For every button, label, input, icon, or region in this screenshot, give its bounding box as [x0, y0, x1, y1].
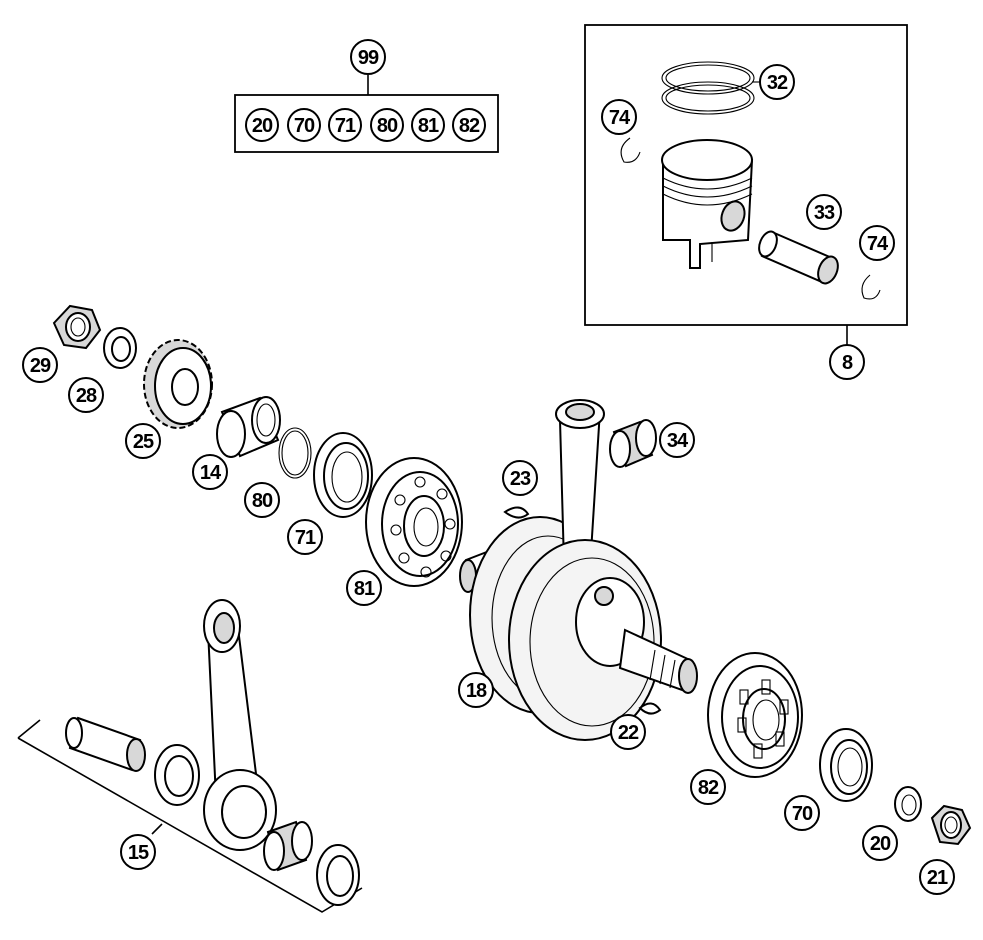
callout-8-label: 8: [842, 352, 853, 374]
callout-81-label: 81: [354, 578, 375, 600]
kit-99-frame: [234, 94, 499, 153]
piston-rings-drawing: [661, 61, 755, 115]
kit-member-71-label: 71: [335, 115, 356, 137]
callout-20[interactable]: 20: [862, 825, 898, 861]
callout-14-label: 14: [200, 462, 222, 484]
callout-74-right[interactable]: 74: [859, 225, 895, 261]
callout-71-label: 71: [295, 527, 316, 549]
callout-23[interactable]: 23: [502, 460, 538, 496]
shaft-seal-right-drawing: [819, 728, 873, 802]
gear-drawing: [143, 339, 213, 429]
kit-member-71[interactable]: 71: [328, 108, 362, 142]
ball-bearing-drawing: [365, 457, 463, 587]
collar-nut-drawing: [930, 804, 972, 846]
conrod-drawing: [203, 599, 277, 851]
piston-kit-frame: [584, 24, 908, 326]
kit-member-20[interactable]: 20: [245, 108, 279, 142]
conrod-washer-bottom-drawing: [316, 844, 360, 906]
callout-18[interactable]: 18: [458, 672, 494, 708]
roller-bearing-drawing: [707, 652, 803, 778]
callout-15[interactable]: 15: [120, 834, 156, 870]
piston-drawing: [661, 139, 754, 269]
callout-29-label: 29: [30, 355, 51, 377]
needle-bearing-drawing: [609, 419, 657, 468]
callout-99[interactable]: 99: [350, 39, 386, 75]
callout-25-label: 25: [133, 431, 154, 453]
callout-74-right-label: 74: [867, 233, 889, 255]
kit-member-70[interactable]: 70: [287, 108, 321, 142]
callout-21-label: 21: [927, 867, 948, 889]
callout-21[interactable]: 21: [919, 859, 955, 895]
callout-34-label: 34: [667, 430, 689, 452]
callout-22[interactable]: 22: [610, 714, 646, 750]
callout-18-label: 18: [466, 680, 487, 702]
callout-80-label: 80: [252, 490, 273, 512]
shaft-seal-drawing: [313, 432, 373, 518]
callout-82[interactable]: 82: [690, 769, 726, 805]
callout-29[interactable]: 29: [22, 347, 58, 383]
kit-member-70-label: 70: [294, 115, 315, 137]
callout-74-top[interactable]: 74: [601, 99, 637, 135]
callout-8[interactable]: 8: [829, 344, 865, 380]
crankshaft-drawing: [459, 399, 698, 741]
callout-14[interactable]: 14: [192, 454, 228, 490]
kit-99-group: 99 20 70 71 80 81 82: [234, 39, 499, 153]
circlip-right-drawing: [861, 274, 881, 300]
callout-70[interactable]: 70: [784, 795, 820, 831]
o-ring-drawing: [278, 427, 312, 479]
callout-20-label: 20: [870, 833, 891, 855]
kit-member-20-label: 20: [252, 115, 273, 137]
callout-80[interactable]: 80: [244, 482, 280, 518]
lock-washer-drawing: [894, 786, 922, 822]
kit-member-81[interactable]: 81: [411, 108, 445, 142]
kit-member-82[interactable]: 82: [452, 108, 486, 142]
woodruff-key-bottom-drawing: [638, 702, 662, 715]
callout-28[interactable]: 28: [68, 377, 104, 413]
callout-74-top-label: 74: [609, 107, 631, 129]
circlip-left-drawing: [620, 137, 641, 163]
callout-81[interactable]: 81: [346, 570, 382, 606]
nut-drawing: [52, 304, 102, 350]
kit-member-81-label: 81: [418, 115, 439, 137]
kit-member-80-label: 80: [377, 115, 398, 137]
conrod-washer-top-drawing: [154, 744, 200, 806]
piston-pin-drawing: [758, 230, 839, 285]
spacer-drawing: [216, 396, 281, 458]
callout-28-label: 28: [76, 385, 97, 407]
woodruff-key-top-drawing: [503, 506, 530, 519]
callout-70-label: 70: [792, 803, 813, 825]
callout-23-label: 23: [510, 468, 531, 490]
callout-32-label: 32: [767, 72, 788, 94]
callout-34[interactable]: 34: [659, 422, 695, 458]
callout-33[interactable]: 33: [806, 194, 842, 230]
callout-15-label: 15: [128, 842, 149, 864]
conrod-needle-bearing-drawing: [263, 820, 313, 872]
kit-member-82-label: 82: [459, 115, 480, 137]
conrod-pin-drawing: [65, 716, 146, 772]
callout-82-label: 82: [698, 777, 719, 799]
callout-32[interactable]: 32: [759, 64, 795, 100]
kit-member-80[interactable]: 80: [370, 108, 404, 142]
callout-99-label: 99: [358, 47, 379, 69]
washer-drawing: [103, 327, 137, 369]
conrod-kit-group: 15: [17, 599, 363, 913]
callout-33-label: 33: [814, 202, 835, 224]
callout-22-label: 22: [618, 722, 639, 744]
callout-25[interactable]: 25: [125, 423, 161, 459]
piston-kit-group: 32 74 33 74 8: [584, 24, 908, 380]
callout-71[interactable]: 71: [287, 519, 323, 555]
